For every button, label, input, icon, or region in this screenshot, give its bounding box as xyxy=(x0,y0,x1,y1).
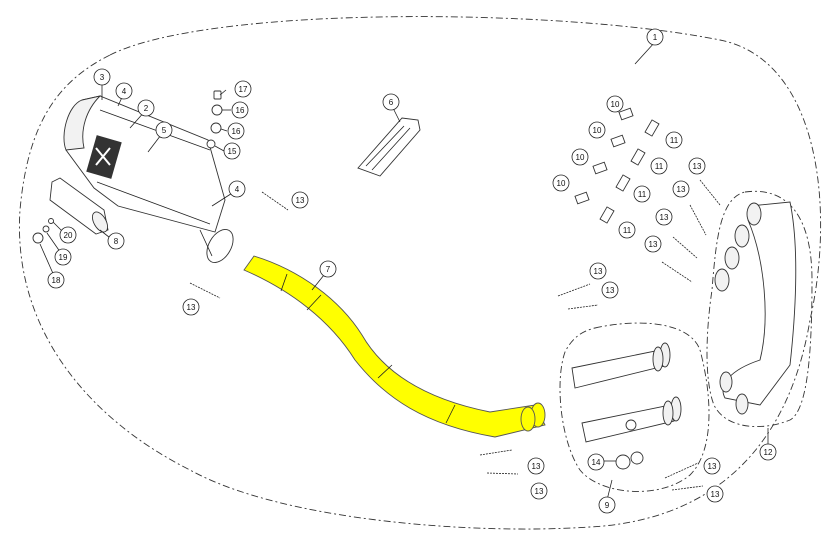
callout-10-b: 10 xyxy=(588,121,606,139)
callout-13-j: 13 xyxy=(672,180,690,198)
callout-2: 2 xyxy=(137,99,155,117)
link-pipe-right xyxy=(581,396,682,443)
header-pipes xyxy=(714,201,797,415)
svg-text:13: 13 xyxy=(532,462,541,471)
callout-20: 20 xyxy=(59,226,77,244)
callout-16-top: 16 xyxy=(231,101,249,119)
svg-text:13: 13 xyxy=(187,303,196,312)
callout-14: 14 xyxy=(587,453,605,471)
svg-text:13: 13 xyxy=(711,490,720,499)
svg-text:13: 13 xyxy=(677,185,686,194)
callout-13-h: 13 xyxy=(706,485,724,503)
callout-1: 1 xyxy=(646,28,664,46)
callout-6: 6 xyxy=(382,93,400,111)
svg-text:14: 14 xyxy=(592,458,601,467)
svg-text:9: 9 xyxy=(605,501,610,510)
svg-text:7: 7 xyxy=(326,265,331,274)
akrapovic-logo xyxy=(86,135,122,179)
screw-and-washers xyxy=(32,218,54,244)
callout-8: 8 xyxy=(107,232,125,250)
svg-text:4: 4 xyxy=(122,87,127,96)
svg-text:4: 4 xyxy=(235,185,240,194)
svg-text:13: 13 xyxy=(693,162,702,171)
callout-17: 17 xyxy=(234,80,252,98)
hanger-bolt-set xyxy=(206,90,223,149)
svg-text:10: 10 xyxy=(557,179,566,188)
callout-19: 19 xyxy=(54,248,72,266)
callout-11-d: 11 xyxy=(618,221,636,239)
callout-3: 3 xyxy=(93,68,111,86)
svg-text:12: 12 xyxy=(764,448,773,457)
callout-15: 15 xyxy=(223,142,241,160)
callout-13-f: 13 xyxy=(530,482,548,500)
callout-4-top: 4 xyxy=(115,82,133,100)
callout-13-i: 13 xyxy=(688,157,706,175)
svg-text:11: 11 xyxy=(655,162,664,171)
callout-13-a: 13 xyxy=(291,191,309,209)
callout-13-l: 13 xyxy=(644,235,662,253)
callout-9: 9 xyxy=(598,496,616,514)
svg-text:17: 17 xyxy=(239,85,248,94)
svg-text:1: 1 xyxy=(653,33,658,42)
callout-13-c: 13 xyxy=(589,262,607,280)
callout-11-b: 11 xyxy=(650,157,668,175)
svg-text:10: 10 xyxy=(593,126,602,135)
callout-10-d: 10 xyxy=(552,174,570,192)
callout-13-k: 13 xyxy=(655,208,673,226)
callout-11-c: 11 xyxy=(633,185,651,203)
svg-text:13: 13 xyxy=(535,487,544,496)
heat-shield xyxy=(357,117,421,177)
silencer xyxy=(63,95,234,263)
svg-text:19: 19 xyxy=(59,253,68,262)
callout-13-d: 13 xyxy=(601,281,619,299)
svg-text:11: 11 xyxy=(638,190,647,199)
callout-4-bottom: 4 xyxy=(228,180,246,198)
svg-text:15: 15 xyxy=(228,147,237,156)
svg-text:16: 16 xyxy=(236,106,245,115)
inner-pipe xyxy=(49,177,109,235)
callout-18: 18 xyxy=(47,271,65,289)
svg-text:5: 5 xyxy=(162,126,167,135)
svg-text:13: 13 xyxy=(296,196,305,205)
svg-text:8: 8 xyxy=(114,237,119,246)
svg-text:3: 3 xyxy=(100,73,105,82)
callout-7: 7 xyxy=(319,260,337,278)
link-pipe-highlighted xyxy=(243,255,546,438)
svg-text:13: 13 xyxy=(594,267,603,276)
callout-12: 12 xyxy=(759,443,777,461)
callout-10-c: 10 xyxy=(571,148,589,166)
svg-text:13: 13 xyxy=(708,462,717,471)
link-pipe-group-outline xyxy=(559,322,710,492)
svg-text:20: 20 xyxy=(64,231,73,240)
callout-13-g: 13 xyxy=(703,457,721,475)
svg-text:10: 10 xyxy=(576,153,585,162)
header-group-outline xyxy=(706,190,813,427)
svg-text:6: 6 xyxy=(389,98,394,107)
svg-text:2: 2 xyxy=(144,104,149,113)
svg-text:18: 18 xyxy=(52,276,61,285)
svg-text:16: 16 xyxy=(232,127,241,136)
link-pipe-left xyxy=(571,342,671,389)
link-clamp xyxy=(615,451,644,470)
svg-text:13: 13 xyxy=(660,213,669,222)
springs xyxy=(189,179,721,491)
callout-11-a: 11 xyxy=(665,131,683,149)
kit-boundary-outline xyxy=(18,16,821,530)
callout-16-bottom: 16 xyxy=(227,122,245,140)
callout-13-e: 13 xyxy=(527,457,545,475)
callout-10-a: 10 xyxy=(606,95,624,113)
callout-13-b: 13 xyxy=(182,298,200,316)
gaskets xyxy=(574,107,660,224)
svg-text:13: 13 xyxy=(649,240,658,249)
svg-text:11: 11 xyxy=(623,226,632,235)
svg-text:11: 11 xyxy=(670,136,679,145)
svg-text:13: 13 xyxy=(606,286,615,295)
svg-text:10: 10 xyxy=(611,100,620,109)
callout-5: 5 xyxy=(155,121,173,139)
